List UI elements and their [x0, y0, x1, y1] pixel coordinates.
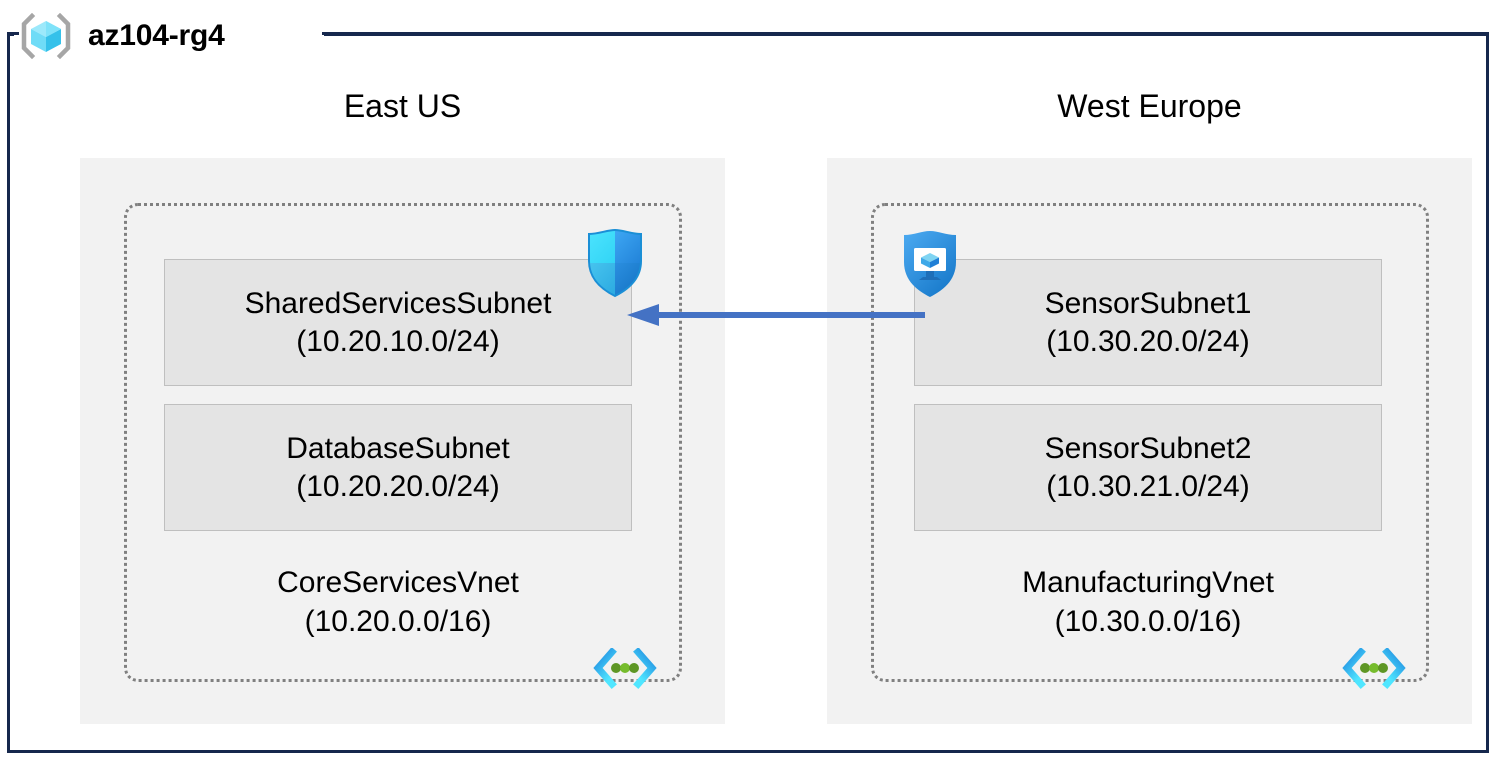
- resource-group-cube-icon: [18, 13, 74, 59]
- vnet-label-manufacturingvnet: ManufacturingVnet (10.30.0.0/16): [914, 563, 1382, 641]
- subnet-box-sharedservicessubnet: SharedServicesSubnet (10.20.10.0/24): [164, 259, 632, 386]
- vnet-label-coreservicesvnet: CoreServicesVnet (10.20.0.0/16): [164, 563, 632, 641]
- region-west-europe: West Europe: [827, 86, 1472, 126]
- vnet-name: ManufacturingVnet: [1022, 566, 1274, 599]
- resource-group-label: az104-rg4: [18, 10, 225, 62]
- region-east-us: East US: [80, 86, 725, 126]
- region-title-west-europe: West Europe: [1057, 88, 1242, 124]
- subnet-cidr: (10.30.21.0/24): [1046, 469, 1250, 503]
- vnet-peering-arrow: [625, 303, 925, 327]
- resource-group-name: az104-rg4: [88, 19, 225, 52]
- subnet-cidr: (10.20.20.0/24): [296, 469, 500, 503]
- virtual-network-icon: [592, 647, 658, 690]
- vnet-name: CoreServicesVnet: [277, 566, 519, 599]
- subnet-box-sensorsubnet2: SensorSubnet2 (10.30.21.0/24): [914, 404, 1382, 531]
- subnet-box-sensorsubnet1: SensorSubnet1 (10.30.20.0/24): [914, 259, 1382, 386]
- subnet-name: SensorSubnet1: [1044, 286, 1252, 320]
- vnet-box-coreservicesvnet: [124, 203, 682, 682]
- subnet-name: DatabaseSubnet: [286, 431, 510, 465]
- subnet-cidr: (10.20.10.0/24): [296, 324, 500, 358]
- resource-group-frame-top-right-segment: [322, 32, 1489, 35]
- subnet-box-databasesubnet: DatabaseSubnet (10.20.20.0/24): [164, 404, 632, 531]
- resource-group-frame-top-left-segment: [7, 32, 19, 35]
- vm-protection-shield-icon: [898, 228, 962, 300]
- vnet-cidr: (10.30.0.0/16): [1054, 605, 1242, 638]
- virtual-network-icon: [1341, 647, 1407, 690]
- subnet-name: SensorSubnet2: [1044, 431, 1252, 465]
- subnet-name: SharedServicesSubnet: [244, 286, 552, 320]
- subnet-cidr: (10.30.20.0/24): [1046, 324, 1250, 358]
- region-title-east-us: East US: [343, 88, 462, 124]
- vnet-cidr: (10.20.0.0/16): [304, 605, 492, 638]
- vnet-box-manufacturingvnet: [871, 203, 1429, 682]
- network-security-group-shield-icon: [583, 227, 647, 299]
